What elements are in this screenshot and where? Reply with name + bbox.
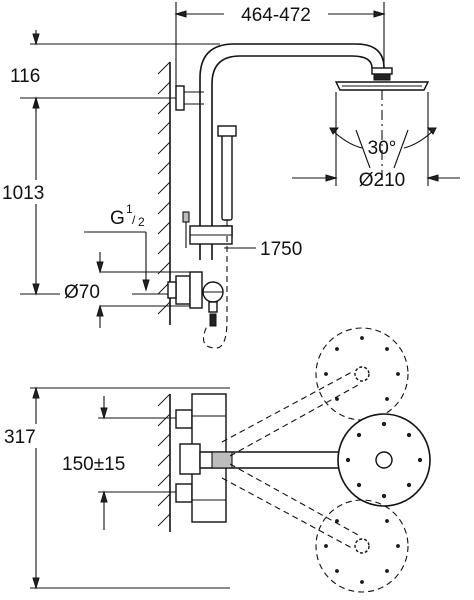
wall-hatching-top-view xyxy=(157,393,171,527)
shower-arm-swivel-down xyxy=(221,463,361,549)
mixer-body xyxy=(189,271,203,309)
inlet-lower xyxy=(175,483,193,503)
hand-shower-head xyxy=(217,125,237,137)
arrow-right xyxy=(373,10,386,18)
label-bg xyxy=(224,2,328,26)
shower-arm-swivel-up xyxy=(221,371,361,457)
top-view: 317 150±15 xyxy=(2,327,431,593)
thread-label-slash: / xyxy=(132,213,136,227)
angle-label: 30° xyxy=(368,138,397,159)
hose-connector xyxy=(209,313,217,327)
riser-pipe-outer xyxy=(199,43,385,260)
shower-hose xyxy=(202,236,228,349)
thread-label-den: 2 xyxy=(138,215,145,229)
nozzle-dots-up xyxy=(324,336,400,401)
head-position-down xyxy=(315,499,409,593)
diameter-70-label: Ø70 xyxy=(64,282,100,303)
riser-pipe-inner xyxy=(211,55,373,260)
inlet-upper xyxy=(175,409,193,429)
mixer-body-left xyxy=(175,275,191,305)
dim-1750-label: 1750 xyxy=(260,239,302,260)
nozzle-dots-down xyxy=(324,519,400,584)
nozzle-dots-center xyxy=(345,421,423,499)
dim-116-label: 116 xyxy=(10,66,40,87)
thread-label-num: 1 xyxy=(126,202,133,216)
wall-hatching xyxy=(157,61,171,315)
spacing-label: 150±15 xyxy=(62,454,125,475)
dim-1013-label: 1013 xyxy=(2,183,44,204)
thread-label-g: G xyxy=(110,208,125,229)
dim-317-label: 317 xyxy=(4,427,36,448)
arrow-left xyxy=(174,10,187,18)
head-diameter-label: Ø210 xyxy=(359,170,405,191)
front-view: 464-472 116 1013 xyxy=(2,2,460,349)
hand-shower xyxy=(221,133,233,221)
wall-bracket-top xyxy=(175,85,185,111)
dim-top-width-label: 464-472 xyxy=(241,5,311,26)
diverter-top-view xyxy=(179,443,201,475)
shower-arm-joint xyxy=(371,67,393,75)
